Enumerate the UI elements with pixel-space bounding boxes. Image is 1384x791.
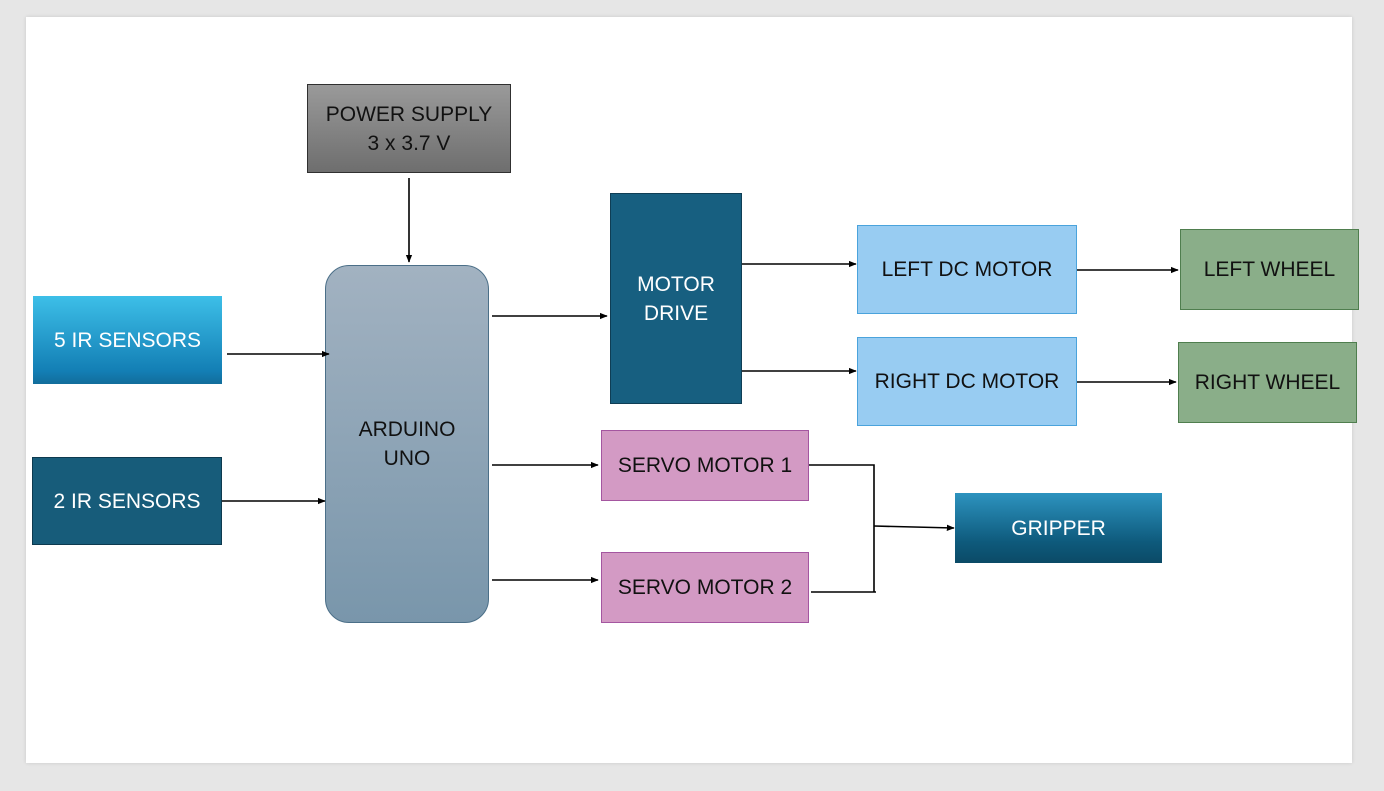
ir-sensors-2-block: 2 IR SENSORS xyxy=(32,457,222,545)
servo-motor-1-label: SERVO MOTOR 1 xyxy=(617,454,793,477)
motor-drive-label-line1: MOTOR xyxy=(637,272,715,296)
power-supply-title: POWER SUPPLY xyxy=(325,102,493,126)
right-wheel-block: RIGHT WHEEL xyxy=(1178,342,1357,423)
left-dc-motor-block: LEFT DC MOTOR xyxy=(857,225,1077,314)
right-dc-motor-block: RIGHT DC MOTOR xyxy=(857,337,1077,426)
right-wheel-label: RIGHT WHEEL xyxy=(1194,371,1341,394)
motor-drive-label-line2: DRIVE xyxy=(643,301,709,325)
left-wheel-label: LEFT WHEEL xyxy=(1203,258,1336,281)
arduino-label-line2: UNO xyxy=(383,447,431,470)
servo-motor-2-block: SERVO MOTOR 2 xyxy=(601,552,809,623)
gripper-block: GRIPPER xyxy=(955,493,1162,563)
power-supply-block: POWER SUPPLY 3 x 3.7 V xyxy=(307,84,511,173)
motor-drive-block: MOTOR DRIVE xyxy=(610,193,742,404)
servo-motor-1-block: SERVO MOTOR 1 xyxy=(601,430,809,501)
ir-sensors-5-block: 5 IR SENSORS xyxy=(33,296,222,384)
arduino-uno-block: ARDUINO UNO xyxy=(325,265,489,623)
arduino-label-line1: ARDUINO xyxy=(358,418,456,441)
ir-sensors-5-label: 5 IR SENSORS xyxy=(53,328,202,352)
servo-motor-2-label: SERVO MOTOR 2 xyxy=(617,576,793,599)
left-dc-motor-label: LEFT DC MOTOR xyxy=(881,258,1053,281)
ir-sensors-2-label: 2 IR SENSORS xyxy=(53,489,201,513)
gripper-label: GRIPPER xyxy=(1011,516,1106,540)
right-dc-motor-label: RIGHT DC MOTOR xyxy=(874,370,1060,393)
power-supply-voltage: 3 x 3.7 V xyxy=(367,131,451,155)
left-wheel-block: LEFT WHEEL xyxy=(1180,229,1359,310)
